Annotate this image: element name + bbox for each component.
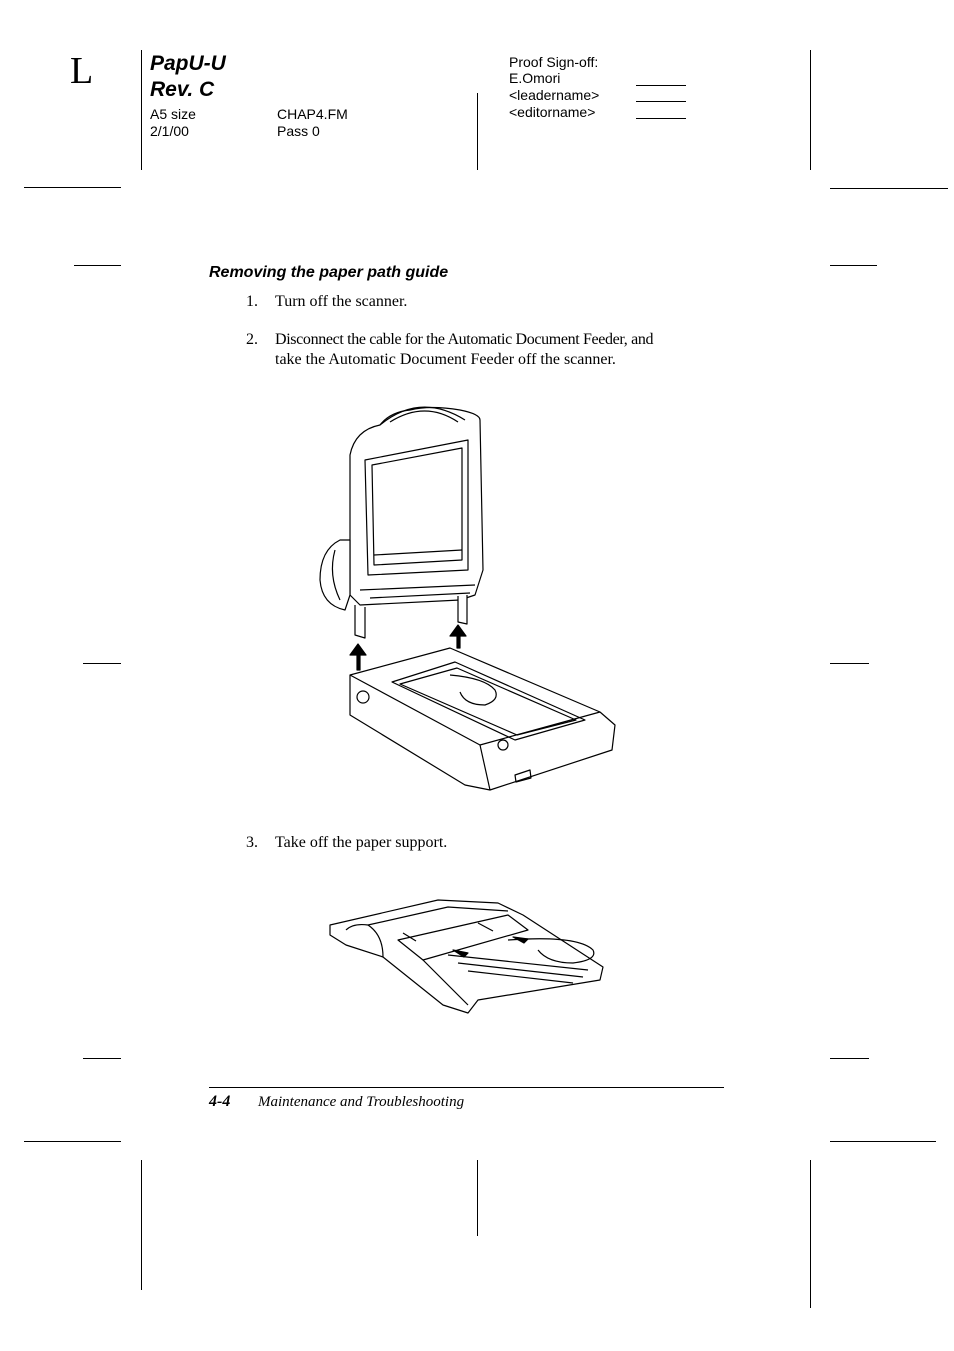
margin-mark-left-1 [74, 265, 121, 266]
footer-rule [209, 1087, 724, 1088]
margin-mark-right-2 [830, 663, 869, 664]
file-name: CHAP4.FM [277, 106, 348, 122]
corner-letter: L [70, 50, 94, 92]
register-line-top-center [477, 93, 478, 170]
crop-mark-top-right [830, 188, 948, 189]
register-line-bottom-left [141, 1160, 142, 1290]
proof-signoff-label: Proof Sign-off: [509, 54, 599, 70]
register-line-top-right [810, 50, 811, 170]
signoff-line [636, 85, 686, 86]
register-line-top-left [141, 50, 142, 170]
size-label: A5 size [150, 106, 196, 122]
signoff-name: E.Omori [509, 70, 561, 86]
page-number: 4-4 [209, 1093, 231, 1110]
margin-mark-right-1 [830, 265, 877, 266]
step-number: 1. [246, 293, 258, 310]
chapter-title: Maintenance and Troubleshooting [258, 1094, 465, 1110]
step-text: take the Automatic Document Feeder off t… [275, 351, 616, 368]
signoff-name: <editorname> [509, 104, 596, 120]
section-heading: Removing the paper path guide [209, 264, 449, 281]
doc-title-line1: PapU-U [150, 52, 226, 75]
paper-support-illustration [329, 899, 604, 1014]
margin-mark-left-2 [83, 663, 121, 664]
signoff-line [636, 101, 686, 102]
signoff-name: <leadername> [509, 87, 600, 103]
step-text: Take off the paper support. [275, 834, 448, 851]
step-text: Turn off the scanner. [275, 293, 408, 310]
step-number: 2. [246, 331, 258, 348]
register-line-bottom-center [477, 1160, 478, 1236]
date-label: 2/1/00 [150, 123, 189, 139]
crop-mark-bottom-left [24, 1141, 121, 1142]
doc-title-line2: Rev. C [150, 78, 215, 101]
margin-mark-right-3 [830, 1058, 869, 1059]
register-line-bottom-right [810, 1160, 811, 1308]
margin-mark-left-3 [83, 1058, 121, 1059]
crop-mark-top-left [24, 187, 121, 188]
scanner-adf-removal-illustration [319, 406, 616, 791]
step-number: 3. [246, 834, 258, 851]
pass-label: Pass 0 [277, 123, 320, 139]
step-text: Disconnect the cable for the Automatic D… [275, 331, 654, 348]
signoff-line [636, 118, 686, 119]
crop-mark-bottom-right [830, 1141, 936, 1142]
